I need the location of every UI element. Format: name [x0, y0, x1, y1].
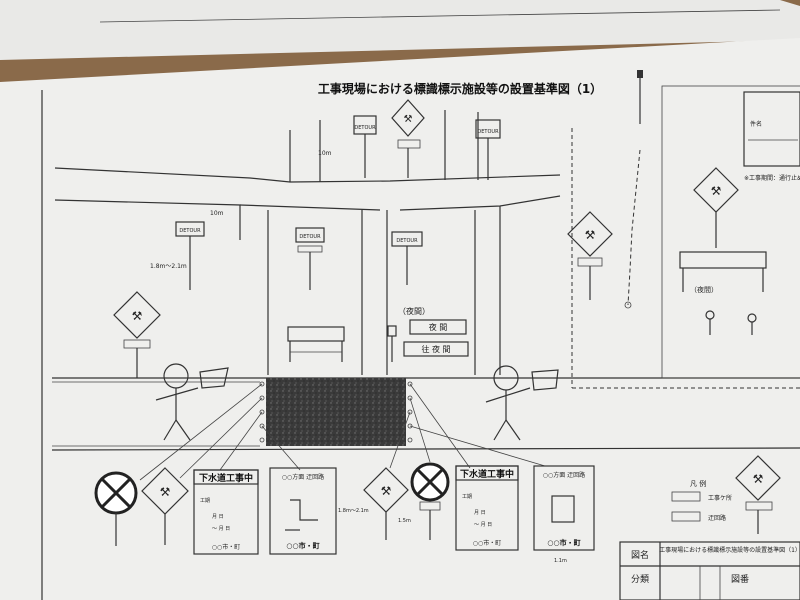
svg-text:○○市・町: ○○市・町	[473, 539, 501, 547]
barricade-right	[679, 251, 767, 292]
worker-sign-top: ⚒	[391, 99, 425, 178]
svg-text:⚒: ⚒	[381, 484, 392, 498]
svg-text:迂回路: 迂回路	[708, 514, 726, 522]
svg-text:下水道工事中: 下水道工事中	[460, 468, 514, 480]
warning-lamp-left	[387, 325, 397, 362]
worker-sign-bottom-1: ⚒	[141, 467, 189, 545]
detour-board-1: ○○方面 迂回路 ○○市・町	[269, 467, 337, 555]
svg-text:夜 間: 夜 間	[429, 322, 448, 332]
svg-text:⚒: ⚒	[404, 114, 413, 125]
construction-area	[266, 378, 406, 446]
svg-text:往 夜 間: 往 夜 間	[421, 344, 450, 354]
yakan-label-right: （夜間）	[690, 285, 718, 294]
right-zone	[571, 70, 800, 389]
svg-text:月 日: 月 日	[474, 510, 486, 516]
dim-1-8-bottom: 1.8m〜2.1m	[338, 508, 369, 514]
svg-text:月 日: 月 日	[212, 514, 224, 520]
svg-text:下水道工事中: 下水道工事中	[199, 472, 253, 484]
title-block-label-class: 分類	[631, 574, 649, 585]
note-koji-time: ※工事期間：通行止め以上のときは設置する	[744, 174, 800, 182]
flagger-left	[155, 363, 229, 441]
detour-sign-left: DETOUR 1.8m〜2.1m 10m	[150, 210, 224, 290]
worker-sign-bottom-right: ⚒	[735, 455, 781, 534]
title-block-label-name: 図名	[631, 549, 649, 561]
no-entry-sign-2	[410, 462, 450, 540]
leader-lines	[139, 383, 546, 481]
no-entry-sign-1	[94, 471, 138, 546]
construction-board-2: 下水道工事中 工期 月 日 〜 月 日 ○○市・町	[455, 465, 519, 551]
dotted-path	[624, 149, 757, 335]
construction-board-1: 下水道工事中 工期 月 日 〜 月 日 ○○市・町	[193, 469, 259, 555]
worker-sign-left: ⚒	[113, 291, 161, 378]
legend: 凡 例 工事ケ所 迂回路	[671, 479, 732, 522]
svg-text:工事ケ所: 工事ケ所	[708, 494, 732, 502]
detour-sign-top-left: DETOUR	[353, 115, 377, 178]
svg-text:DETOUR: DETOUR	[354, 125, 376, 131]
svg-text:⚒: ⚒	[160, 485, 171, 499]
flagger-right	[485, 365, 559, 441]
detour-sign-mid-right: DETOUR	[391, 231, 423, 285]
svg-text:⚒: ⚒	[753, 472, 764, 486]
svg-text:⚒: ⚒	[132, 309, 143, 323]
title-block-value-name: 工事現場における標識標示施設等の設置基準図（1）	[659, 546, 800, 554]
svg-text:〜 月 日: 〜 月 日	[212, 526, 230, 532]
dim-1-1: 1.1m	[554, 558, 567, 564]
svg-text:○○市・町: ○○市・町	[547, 538, 580, 547]
svg-text:○○方面 迂回路: ○○方面 迂回路	[282, 473, 324, 481]
detour-sign-top-right: DETOUR	[475, 119, 501, 180]
svg-text:凡 例: 凡 例	[690, 479, 706, 488]
svg-text:DETOUR: DETOUR	[477, 129, 499, 135]
drawing-title: 工事現場における標識標示施設等の設置基準図（1）	[318, 81, 602, 96]
dim-10m-top: 10m	[318, 150, 332, 157]
paper-sheet	[0, 38, 800, 600]
back-sheet-line	[99, 9, 781, 23]
svg-text:○○方面 迂回路: ○○方面 迂回路	[543, 471, 585, 479]
svg-text:1.8m〜2.1m: 1.8m〜2.1m	[150, 263, 187, 270]
svg-text:10m: 10m	[210, 210, 224, 217]
svg-text:⚒: ⚒	[585, 228, 596, 242]
back-sheet	[0, 0, 800, 60]
dim-1-5: 1.5m	[398, 518, 411, 524]
detour-board-2: ○○方面 迂回路 ○○市・町	[533, 465, 595, 551]
svg-text:○○市・町: ○○市・町	[286, 541, 319, 550]
notice-board-top-right: 件名	[743, 91, 800, 167]
svg-text:件名: 件名	[750, 120, 762, 128]
svg-text:DETOUR: DETOUR	[396, 238, 418, 244]
worker-sign-right-lower: ⚒	[567, 211, 613, 300]
svg-text:DETOUR: DETOUR	[179, 228, 201, 234]
barrier-dots	[259, 381, 413, 443]
title-block: 図名 工事現場における標識標示施設等の設置基準図（1） 分類 図番	[619, 541, 800, 600]
svg-text:DETOUR: DETOUR	[299, 234, 321, 240]
svg-text:工期: 工期	[200, 498, 210, 504]
detour-sign-mid-left: DETOUR	[295, 227, 325, 290]
night-sign-top: 夜 間	[409, 319, 467, 335]
svg-text:工期: 工期	[462, 494, 472, 500]
svg-text:⚒: ⚒	[711, 184, 722, 198]
title-block-label-number: 図番	[731, 573, 749, 585]
svg-text:〜 月 日: 〜 月 日	[474, 522, 492, 528]
night-sign-bottom: 往 夜 間	[403, 341, 469, 357]
barricade-left	[287, 326, 345, 362]
worker-sign-bottom-2: ⚒	[363, 467, 409, 540]
svg-text:○○市・町: ○○市・町	[212, 543, 240, 551]
yakan-label-left: （夜間）	[398, 306, 430, 316]
worker-sign-right-upper: ⚒	[693, 167, 739, 248]
